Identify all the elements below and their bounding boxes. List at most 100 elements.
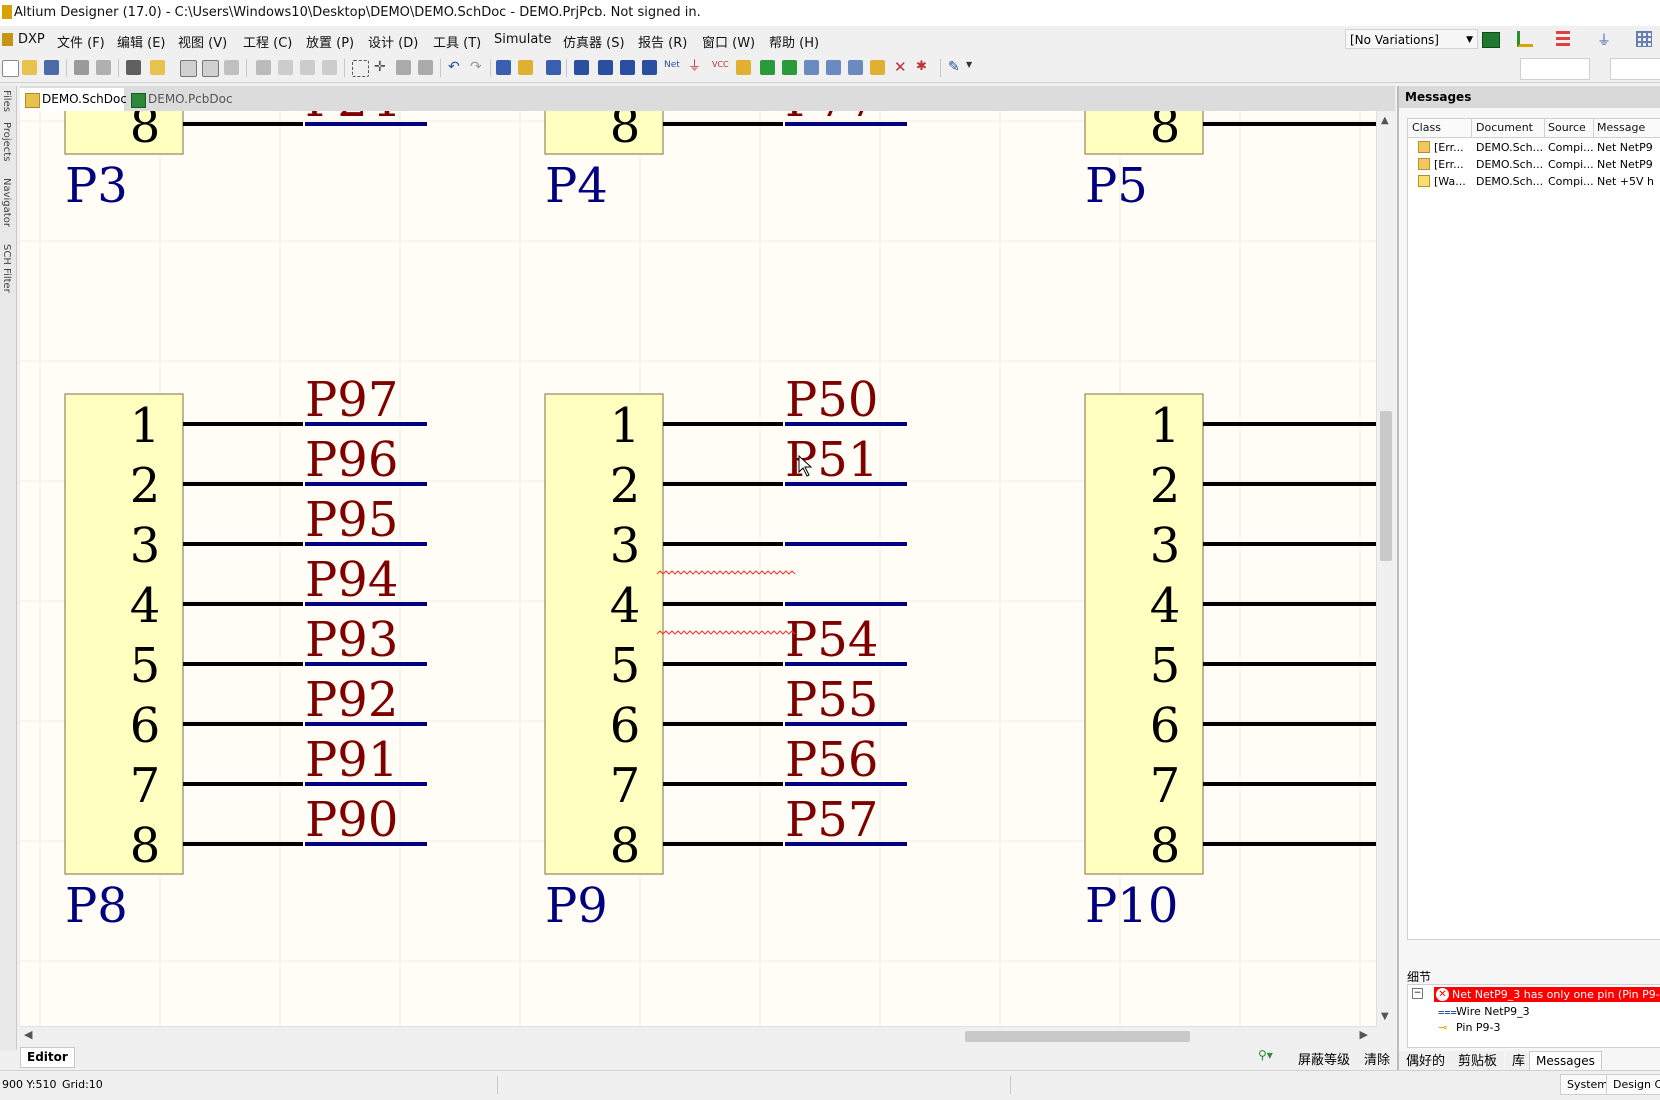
place-device-sheet-icon[interactable] [804, 60, 819, 75]
scroll-down-icon[interactable]: ▼ [1381, 1011, 1389, 1022]
col-class[interactable]: Class [1412, 121, 1441, 134]
col-source[interactable]: Source [1548, 121, 1586, 134]
side-tab-navigator[interactable]: Navigator [1, 178, 12, 227]
move-selection-icon[interactable] [396, 60, 411, 75]
ground-icon[interactable]: ⏚ [1597, 33, 1611, 49]
cut-icon[interactable] [256, 60, 271, 75]
library-browser-icon[interactable] [546, 60, 561, 75]
zoom-fit-icon[interactable] [180, 60, 197, 77]
table-row[interactable]: [Err... DEMO.Sch... Compi... Net NetP9 [1408, 156, 1660, 174]
menu-edit[interactable]: 编辑 (E) [117, 36, 166, 51]
details-error-row[interactable]: ✕ Net NetP9_3 has only one pin (Pin P9-3… [1434, 987, 1660, 1002]
no-erc-icon[interactable]: ✕ [894, 58, 907, 76]
editor-tab[interactable]: Editor [20, 1047, 75, 1068]
menu-place[interactable]: 放置 (P) [306, 36, 355, 51]
hscroll-thumb[interactable] [965, 1031, 1190, 1042]
place-harness-entry-icon[interactable] [848, 60, 863, 75]
place-port-icon[interactable] [870, 60, 885, 75]
chevron-down-icon[interactable]: ▼ [966, 60, 973, 69]
table-row[interactable]: [Wa... DEMO.Sch... Compi... Net +5V h [1408, 173, 1660, 191]
menu-help[interactable]: 帮助 (H) [769, 36, 820, 51]
side-tab-files[interactable]: Files [1, 90, 12, 112]
side-tab-projects[interactable]: Projects [1, 122, 12, 162]
copy-icon[interactable] [278, 60, 293, 75]
compile-mask-icon[interactable]: ✱ [916, 59, 927, 74]
col-message[interactable]: Message [1597, 121, 1646, 134]
align-icon[interactable] [1556, 31, 1570, 47]
place-part-icon[interactable] [736, 60, 751, 75]
menu-dxp[interactable]: DXP [18, 32, 45, 47]
draw-tools-icon[interactable]: ✎ [948, 59, 960, 75]
open-folder-icon[interactable] [22, 60, 37, 75]
vcc-port-icon[interactable]: VCC [712, 60, 729, 69]
menu-file[interactable]: 文件 (F) [57, 36, 105, 51]
board-icon[interactable] [1482, 32, 1500, 48]
menu-tools[interactable]: 工具 (T) [433, 36, 482, 51]
tab-schdoc[interactable]: DEMO.SchDoc [20, 88, 127, 111]
panel-tab-messages[interactable]: Messages [1529, 1051, 1602, 1072]
menu-reports[interactable]: 报告 (R) [638, 36, 688, 51]
toolbar-combo[interactable] [1520, 58, 1590, 80]
paste-icon[interactable] [300, 60, 315, 75]
gnd-port-icon[interactable]: ⏚ [688, 59, 702, 74]
grid-icon[interactable] [1636, 31, 1652, 47]
panel-tab-library[interactable]: 库 [1505, 1051, 1533, 1072]
table-row[interactable]: [Err... DEMO.Sch... Compi... Net NetP9 [1408, 139, 1660, 157]
print-preview-icon[interactable] [96, 60, 111, 75]
place-bus-icon[interactable] [574, 60, 589, 75]
details-child-pin[interactable]: Pin P9-3 [1456, 1021, 1501, 1034]
menu-view[interactable]: 视图 (V) [178, 36, 228, 51]
tab-pcbdoc[interactable]: DEMO.PcbDoc [126, 88, 236, 111]
col-document[interactable]: Document [1476, 121, 1533, 134]
place-wire-alt-icon[interactable] [642, 60, 657, 75]
net-label-icon[interactable]: Net [664, 60, 680, 70]
clear-button[interactable]: 清除 [1364, 1053, 1391, 1068]
schematic-canvas[interactable]: 8P24P38P77P48P51P972P963P954P945P936P927… [20, 111, 1376, 1026]
panel-tab-favorites[interactable]: 偶好的 [1399, 1051, 1453, 1072]
design-compiler-button[interactable]: Design C [1606, 1074, 1660, 1095]
toolbar-combo-2[interactable] [1610, 58, 1660, 80]
edit-icon[interactable] [518, 60, 533, 75]
select-area-icon[interactable] [352, 60, 369, 77]
place-sheet-icon[interactable] [760, 60, 775, 75]
layers-icon[interactable] [126, 60, 141, 75]
variations-dropdown[interactable]: [No Variations] ▼ [1345, 29, 1478, 49]
collapse-icon[interactable]: − [1412, 988, 1423, 999]
system-button[interactable]: System [1560, 1074, 1616, 1095]
messages-table[interactable]: Class Document Source Message [Err... DE… [1407, 118, 1660, 940]
zoom-area-icon[interactable] [202, 60, 219, 77]
new-document-icon[interactable] [2, 60, 19, 77]
details-child-wire[interactable]: Wire NetP9_3 [1456, 1005, 1530, 1018]
undo-icon[interactable]: ↶ [448, 59, 460, 75]
save-icon[interactable] [44, 60, 59, 75]
move-icon[interactable]: ✛ [374, 59, 386, 75]
place-sheet-entry-icon[interactable] [782, 60, 797, 75]
scroll-left-icon[interactable]: ◀ [24, 1028, 33, 1041]
menu-simulator[interactable]: 仿真器 (S) [563, 36, 625, 51]
menu-simulate[interactable]: Simulate [494, 32, 552, 47]
menu-design[interactable]: 设计 (D) [368, 36, 419, 51]
menu-window[interactable]: 窗口 (W) [702, 36, 756, 51]
scroll-up-icon[interactable]: ▲ [1381, 115, 1389, 126]
details-tree[interactable]: − ✕ Net NetP9_3 has only one pin (Pin P9… [1407, 984, 1660, 1048]
place-wire-icon[interactable] [620, 60, 635, 75]
folder-icon[interactable] [150, 60, 165, 75]
rubber-stamp-icon[interactable] [322, 60, 337, 75]
redo-icon[interactable]: ↷ [470, 59, 482, 75]
panel-tab-clipboard[interactable]: 剪贴板 [1451, 1051, 1505, 1072]
filter-icon[interactable]: ⚲▾ [1258, 1048, 1273, 1062]
hierarchy-icon[interactable] [496, 60, 511, 75]
scroll-right-icon[interactable]: ▶ [1359, 1028, 1368, 1041]
scroll-thumb[interactable] [1380, 411, 1392, 561]
place-harness-icon[interactable] [826, 60, 841, 75]
deselect-icon[interactable] [418, 60, 433, 75]
horizontal-scrollbar[interactable]: ◀ ▶ [20, 1026, 1376, 1045]
side-tab-sch-filter[interactable]: SCH Filter [1, 244, 12, 293]
cross-probe-icon[interactable] [1517, 31, 1533, 47]
print-icon[interactable] [74, 60, 89, 75]
zoom-icon[interactable] [224, 60, 239, 75]
menu-project[interactable]: 工程 (C) [243, 36, 293, 51]
mask-level-button[interactable]: 屏蔽等级 [1298, 1053, 1351, 1068]
vertical-scrollbar[interactable]: ▲ ▼ [1376, 111, 1395, 1026]
place-bus-entry-icon[interactable] [598, 60, 613, 75]
